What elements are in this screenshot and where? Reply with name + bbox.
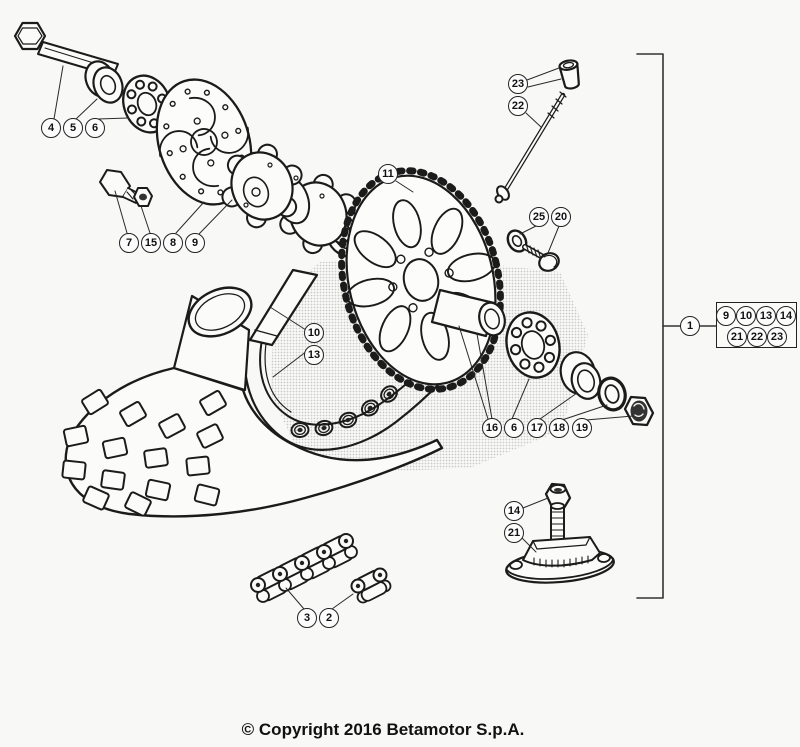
spoke-grommets (290, 385, 398, 439)
callout-14: 14 (504, 501, 524, 521)
chain-adjuster (505, 502, 615, 584)
callout-17: 17 (527, 418, 547, 438)
refbox-callout-13: 13 (756, 306, 776, 326)
chain-nut (544, 482, 572, 510)
callout-16: 16 (482, 418, 502, 438)
hub-assembly (221, 143, 366, 258)
copyright-text: © Copyright 2016 Betamotor S.p.A. (241, 720, 525, 739)
group-bracket (636, 53, 717, 599)
callout-22: 22 (508, 96, 528, 116)
spoke-nipple (558, 59, 580, 90)
callout-2: 2 (319, 608, 339, 628)
callout-8: 8 (163, 233, 183, 253)
callout-10: 10 (304, 323, 324, 343)
chain-segment (250, 533, 358, 603)
callout-21: 21 (504, 523, 524, 543)
callout-18: 18 (549, 418, 569, 438)
callout-1: 1 (680, 316, 700, 336)
bearing-right (505, 311, 561, 379)
callout-11: 11 (378, 164, 398, 184)
refbox-callout-22: 22 (747, 327, 767, 347)
spacer (559, 351, 602, 400)
valve-stem (248, 268, 319, 347)
callout-20: 20 (551, 207, 571, 227)
leader-lines (53, 65, 634, 610)
callout-6a: 6 (85, 118, 105, 138)
disc-nut (133, 187, 153, 207)
refbox-callout-14: 14 (776, 306, 796, 326)
refbox-callout-21: 21 (727, 327, 747, 347)
callout-9: 9 (185, 233, 205, 253)
callout-7: 7 (119, 233, 139, 253)
rim-band (243, 336, 454, 451)
callout-4: 4 (41, 118, 61, 138)
refbox-callout-9: 9 (716, 306, 736, 326)
callout-23: 23 (508, 74, 528, 94)
master-link (350, 567, 392, 604)
sprocket (338, 167, 504, 393)
seal-ring (597, 376, 627, 412)
callout-6b: 6 (504, 418, 524, 438)
sprocket-bolt (522, 243, 560, 272)
callout-3: 3 (297, 608, 317, 628)
callout-5: 5 (63, 118, 83, 138)
callout-19: 19 (572, 418, 592, 438)
tire-tube-opening (172, 286, 253, 392)
spoke (494, 91, 567, 204)
spacer-collar (84, 60, 124, 104)
callout-13: 13 (304, 345, 324, 365)
washer (506, 229, 528, 253)
tire-section (61, 268, 444, 518)
axle-sleeve (430, 288, 506, 338)
axle-nut (623, 395, 655, 427)
tire-knobs (61, 388, 227, 517)
refbox-callout-23: 23 (767, 327, 787, 347)
refbox-callout-10: 10 (736, 306, 756, 326)
callout-15: 15 (141, 233, 161, 253)
callout-25: 25 (529, 207, 549, 227)
